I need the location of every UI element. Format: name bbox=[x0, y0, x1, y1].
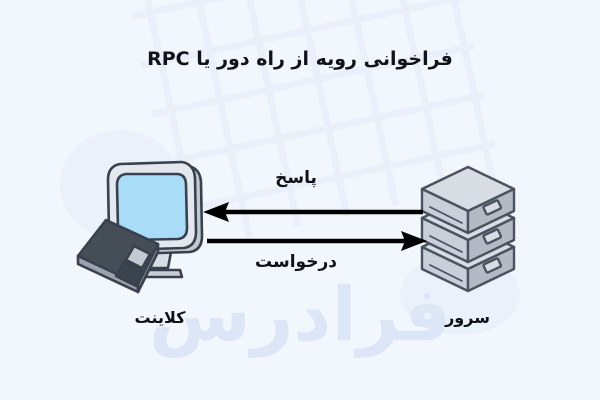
response-arrow-label: پاسخ bbox=[275, 168, 317, 188]
server-stack-icon bbox=[420, 165, 516, 293]
server-label: سرور bbox=[445, 308, 490, 327]
page-title: فراخوانی رویه از راه دور یا RPC bbox=[147, 48, 453, 70]
client-label: کلاینت bbox=[134, 308, 186, 327]
message-arrows bbox=[203, 202, 427, 251]
response-arrow-shape bbox=[203, 202, 423, 222]
request-arrow-label: درخواست bbox=[255, 252, 337, 272]
client-computer-icon bbox=[76, 160, 204, 294]
request-arrow-shape bbox=[207, 231, 427, 251]
